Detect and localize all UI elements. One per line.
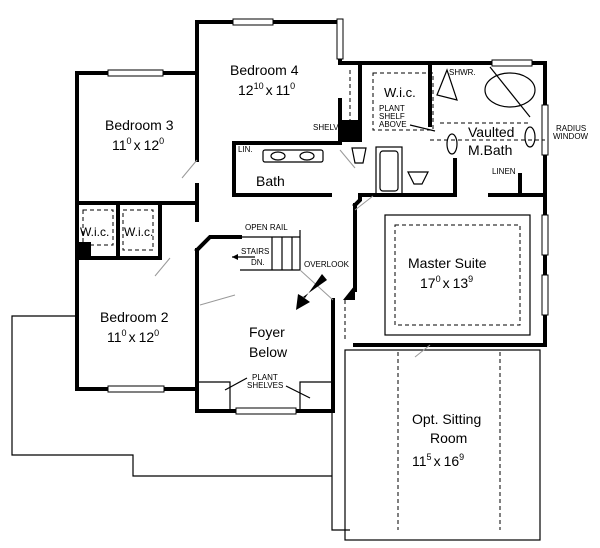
label-overlook: OVERLOOK [304, 260, 350, 269]
svg-text:PLANT: PLANT [379, 104, 405, 113]
svg-text:Opt. Sitting: Opt. Sitting [412, 411, 481, 427]
label-plant-shelves: PLANT SHELVES [197, 373, 333, 411]
svg-text:Master Suite: Master Suite [408, 255, 487, 271]
svg-text:Foyer: Foyer [249, 324, 285, 340]
label-radius-window: RADIUS WINDOW [553, 124, 589, 141]
room-wic-master: W.i.c. [384, 85, 416, 100]
column [339, 120, 359, 142]
room-bath: Bath [256, 173, 285, 189]
svg-text:SHELVES: SHELVES [247, 381, 283, 390]
label-stairs: STAIRS [241, 247, 269, 256]
svg-text:WINDOW: WINDOW [553, 132, 589, 141]
room-master-bath-line1: Vaulted [468, 124, 514, 140]
room-master-bath-line2: M.Bath [468, 142, 512, 158]
room-wic-right: W.i.c. [124, 225, 153, 239]
label-linen: LINEN [492, 167, 516, 176]
svg-text:ABOVE: ABOVE [379, 120, 407, 129]
label-plant-shelf-above: PLANT SHELF ABOVE [379, 104, 436, 132]
room-foyer: Foyer Below [249, 324, 288, 360]
svg-text:Bedroom 4: Bedroom 4 [230, 62, 299, 78]
overlook-arrow-icon [296, 274, 327, 310]
lower-floor-outline [11, 315, 332, 477]
windows [107, 18, 549, 415]
svg-text:Room: Room [430, 430, 467, 446]
svg-text:PLANT: PLANT [252, 373, 278, 382]
lower-floor-outline-right [331, 410, 350, 531]
column [79, 242, 91, 256]
sitting-room-outline [344, 349, 541, 541]
fixtures [262, 66, 536, 196]
interior-walls [75, 61, 547, 347]
label-open-rail: OPEN RAIL [245, 223, 288, 232]
svg-text:Bedroom 2: Bedroom 2 [100, 309, 169, 325]
label-stairs-down: DN. [251, 258, 265, 267]
svg-text:Below: Below [249, 344, 288, 360]
shelf-lines [82, 70, 545, 530]
svg-text:Bedroom 3: Bedroom 3 [105, 117, 174, 133]
svg-text:SHELF: SHELF [379, 112, 405, 121]
column [343, 285, 355, 300]
stairs [199, 230, 334, 306]
label-shelves: SHELVES [313, 123, 349, 132]
exterior-walls [75, 20, 547, 413]
label-lin: LIN. [238, 145, 253, 154]
label-shower: SHWR. [449, 68, 476, 77]
doors [154, 149, 431, 358]
room-wic-left: W.i.c. [80, 225, 109, 239]
svg-text:RADIUS: RADIUS [556, 124, 586, 133]
